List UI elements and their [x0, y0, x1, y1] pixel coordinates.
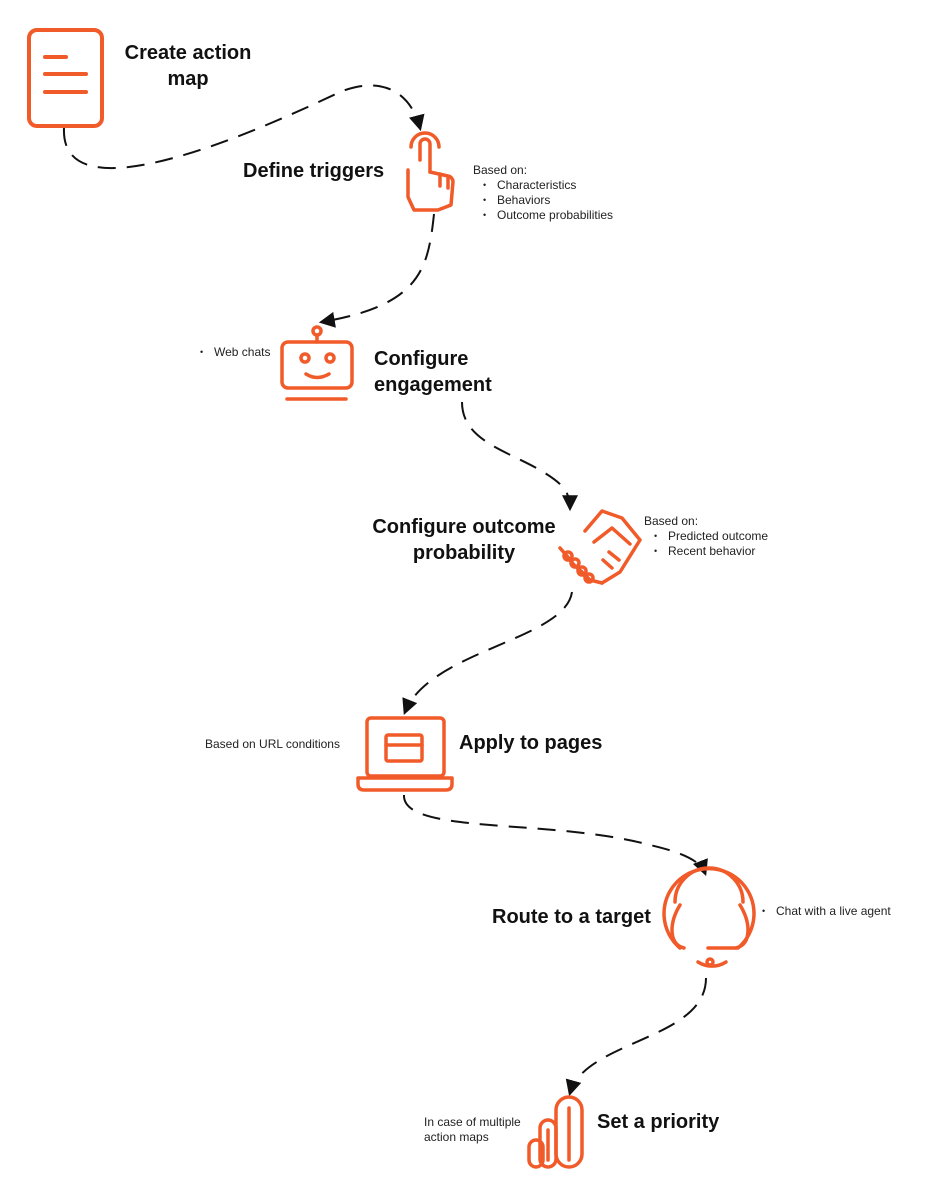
note-bullet: Recent behavior: [652, 544, 814, 559]
note-bullet: Characteristics: [481, 178, 663, 193]
connector-6: [565, 977, 707, 1097]
step-title-configure-outcome-probability: Configure outcome probability: [372, 516, 556, 564]
step-title-configure-engagement: Configure engagement: [374, 348, 492, 396]
step-title-set-a-priority: Set a priority: [597, 1111, 720, 1133]
connector-2: [318, 213, 435, 328]
step-title-apply-to-pages: Apply to pages: [459, 732, 603, 754]
note-bullet: Web chats: [198, 345, 298, 360]
step-title-define-triggers: Define triggers: [243, 160, 385, 182]
connector-5: [402, 794, 708, 876]
step-title-create-action-map: Create action map: [124, 42, 252, 90]
set-priority-note: In case of multiple action maps: [424, 1115, 521, 1144]
note-heading: Based on:: [473, 163, 528, 177]
note-bullet: Outcome probabilities: [481, 208, 663, 223]
configure-engagement-note: Web chats: [198, 345, 298, 360]
note-bullet: Predicted outcome: [652, 529, 814, 544]
outcome-probability-note: Based on: Predicted outcome Recent behav…: [644, 514, 814, 559]
route-to-target-note: Chat with a live agent: [760, 904, 910, 919]
note-heading: Based on:: [644, 514, 699, 528]
note-bullet: Chat with a live agent: [760, 904, 910, 919]
apply-to-pages-note: Based on URL conditions: [205, 737, 340, 751]
connector-4: [402, 591, 573, 715]
step-title-route-to-a-target: Route to a target: [492, 906, 651, 928]
connector-3: [461, 401, 578, 512]
define-triggers-note: Based on: Characteristics Behaviors Outc…: [473, 163, 663, 223]
note-bullet: Behaviors: [481, 193, 663, 208]
